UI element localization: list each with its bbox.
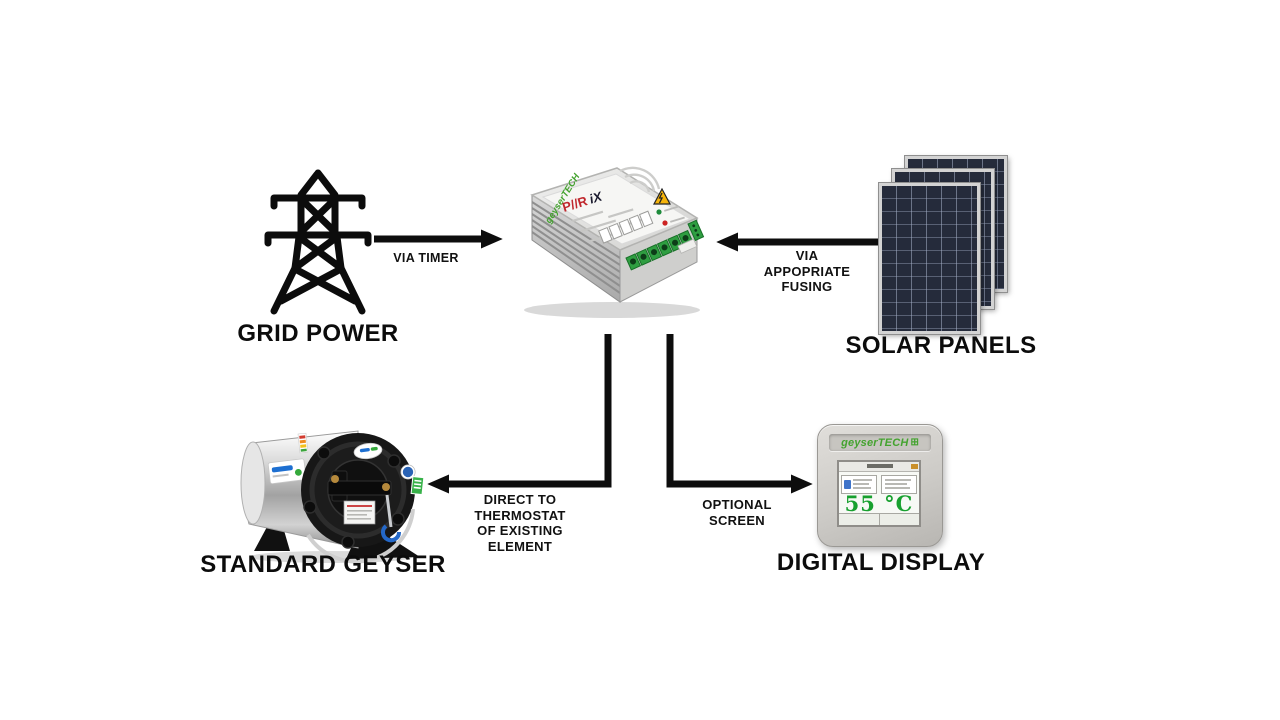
solar-panels-label: SOLAR PANELS — [845, 332, 1037, 359]
digital-display-label: DIGITAL DISPLAY — [776, 549, 986, 576]
lcd-temperature-reading: 55 °C — [844, 491, 914, 516]
green-led-dot — [656, 209, 662, 215]
transmission-tower-icon — [264, 169, 372, 315]
lcd-soft-buttons — [839, 513, 919, 525]
cap-spec-sticker — [343, 500, 376, 525]
red-led-dot — [662, 220, 668, 226]
grid-power-label: GRID POWER — [237, 320, 399, 347]
lcd-info-left — [841, 475, 877, 494]
direct-to-thermostat-label: DIRECT TO THERMOSTAT OF EXISTING ELEMENT — [474, 492, 566, 554]
display-brand-bar: geyserTECH ⊞ — [829, 434, 931, 451]
digital-display-device: geyserTECH ⊞ 55 °C — [817, 424, 943, 547]
lcd-soft-button-left — [839, 514, 880, 525]
lcd-soft-button-right — [880, 514, 920, 525]
standard-geyser-label: STANDARD GEYSER — [200, 551, 446, 578]
via-fusing-label: VIA APPOPRIATE FUSING — [763, 248, 851, 295]
warning-triangle-icon — [653, 187, 671, 205]
cap-green-sticker — [410, 475, 425, 496]
display-lcd-screen: 55 °C — [837, 460, 921, 527]
arrow-controller-to-geyser — [427, 334, 612, 494]
geyser-body-sticker — [267, 458, 307, 485]
geysertech-logo-icon: ⊞ — [910, 437, 919, 448]
geyser-image — [240, 430, 425, 564]
lcd-info-right — [881, 475, 917, 494]
optional-screen-label: OPTIONAL SCREEN — [702, 497, 772, 528]
pv-controller-image: geyserTECH P//RiX — [524, 166, 705, 318]
arrow-controller-to-display — [666, 334, 813, 494]
lcd-status-bar — [839, 462, 919, 472]
solar-panel-front — [879, 183, 980, 334]
cap-oval-sticker — [353, 442, 383, 460]
via-timer-label: VIA TIMER — [393, 251, 459, 265]
display-brand-text: geyserTECH — [841, 436, 909, 449]
